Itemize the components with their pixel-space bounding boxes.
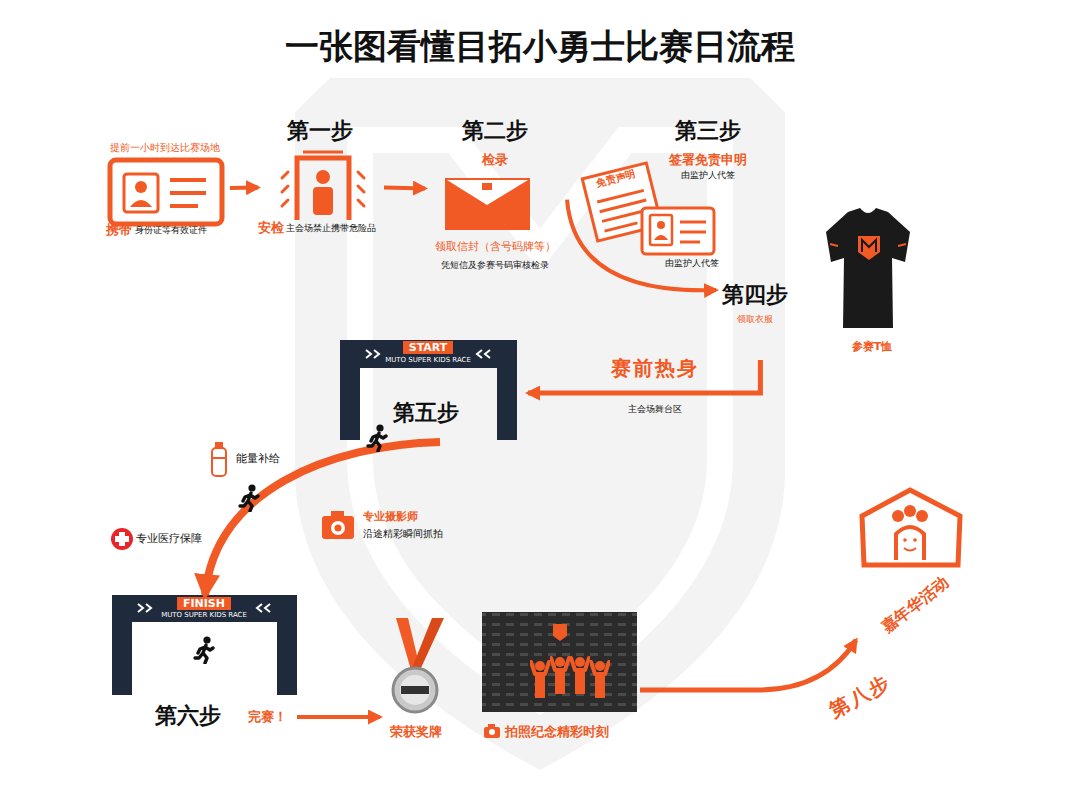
edge-label: 赛前热身 [611,356,699,380]
flow-arrow [230,186,258,191]
medal-caption: 荣获奖牌 [380,724,452,740]
flow-arrow [205,442,440,595]
start-arch: START MUTO SUPER KIDS RACE 第五步 [338,338,528,442]
arch-banner: START [403,341,454,354]
shirt-caption: 参赛T恤 [828,340,916,353]
waiver-step: 第三步签署免责申明由监护人代签免责声明由监护人代签 [585,118,752,270]
checkin-step: 第二步检录领取信封（含号码牌等） 凭短信及参赛号码审核检录 [425,118,567,278]
step-keyword: 签署免责申明 [665,152,750,168]
carnival-caption: 嘉年华活动 [878,573,953,637]
step-detail: 领取衣服 [722,314,788,325]
step-number: 第四步 [722,282,788,308]
photo-wall: 拍照纪念精彩时刻 [478,612,640,740]
diagram-title: 一张图看懂目拓小勇士比赛日流程 [0,26,1080,67]
step-number: 第五步 [393,400,459,426]
service-note: 沿途精彩瞬间抓拍 [363,528,443,540]
flow-arrow [640,640,856,690]
shirt-step: 第四步领取衣服参赛T恤 [716,268,918,360]
step-keyword: 检录 [425,152,565,168]
finish-arch: FINISHMUTO SUPER KIDS RACE 第六步 完赛！ [112,595,297,730]
service-note: 专业医疗保障 [136,532,202,545]
arch-subtitle: MUTO SUPER KIDS RACE [161,611,247,619]
arch-subtitle: MUTO SUPER KIDS RACE [385,356,471,364]
step-detail: 由监护人代签 [665,258,719,269]
document-heading: 免责声明 [595,168,637,189]
security-step: 第一步安检主会场禁止携带危险品 [258,118,384,240]
step-number: 第二步 [425,118,565,144]
step-detail: 主会场禁止携带危险品 [286,223,376,234]
note: 提前一小时到达比赛场地 [102,142,228,154]
step-note: 凭短信及参赛号码审核检录 [425,260,565,271]
service-note: 能量补给 [236,452,280,465]
step-number: 第六步 [155,703,221,729]
arch-banner: FINISH [177,597,231,610]
medal-station: 荣获奖牌 [380,612,454,740]
flow-arrow [567,200,716,291]
id-card-step: 提前一小时到达比赛场地携带身份证等有效证件 [102,138,230,240]
step-detail: 身份证等有效证件 [135,225,207,236]
carnival-station: 嘉年华活动 [850,486,970,640]
step-number: 第一步 [258,118,382,144]
flow-arrow [297,715,380,719]
step-detail: 领取信封（含号码牌等） [425,240,565,253]
edge-label: 第八步 [825,670,895,722]
step-keyword: 安检 [258,220,284,236]
location-note: 主会场舞台区 [628,404,682,415]
step-number: 第三步 [665,118,750,144]
step-keyword: 完赛！ [248,709,287,725]
flow-arrow [384,186,425,191]
photo-caption: 拍照纪念精彩时刻 [505,724,609,740]
step-keyword: 携带 [106,222,132,238]
step-detail: 由监护人代签 [665,170,750,181]
service-title: 专业摄影师 [363,510,418,523]
